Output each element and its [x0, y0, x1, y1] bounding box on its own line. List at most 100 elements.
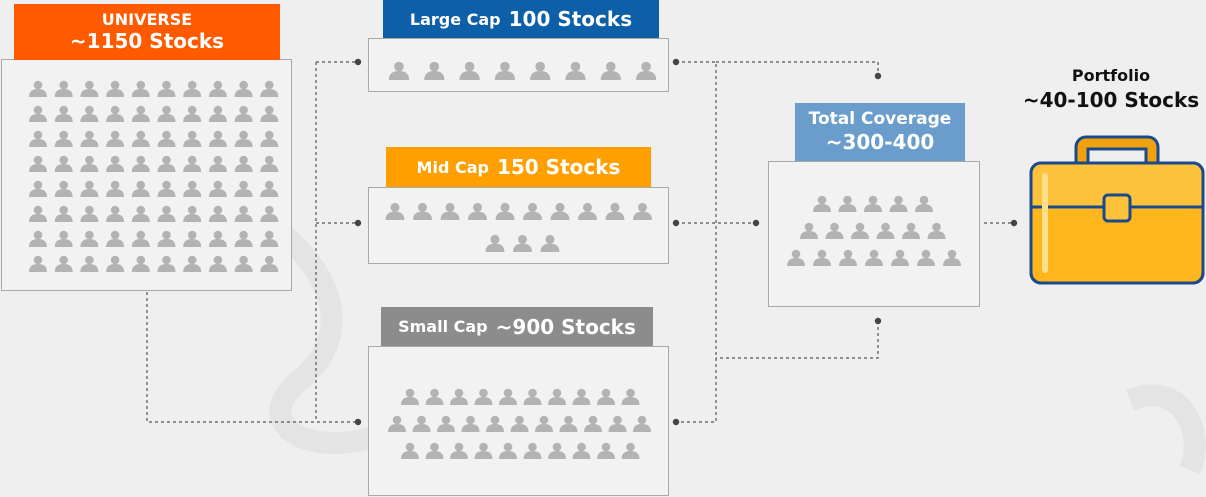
person-icon [865, 249, 883, 266]
universe-count: ~1150 Stocks [69, 28, 225, 53]
portfolio-count: ~40-100 Stocks [1022, 88, 1200, 112]
briefcase-icon [1029, 135, 1205, 285]
person-icon [260, 205, 279, 222]
person-icon [600, 61, 621, 80]
person-icon [540, 234, 560, 252]
person-icon [917, 249, 935, 266]
person-icon [106, 130, 125, 147]
person-icon [424, 61, 445, 80]
person-icon [485, 234, 505, 252]
person-icon [234, 230, 253, 247]
person-icon [621, 388, 640, 405]
person-icon [535, 415, 553, 432]
total-coverage-title: Total Coverage [808, 109, 952, 130]
person-icon [260, 230, 279, 247]
person-icon [499, 442, 517, 459]
person-icon [234, 105, 253, 122]
person-icon [864, 195, 882, 212]
person-icon [388, 415, 406, 432]
person-icon [208, 255, 227, 272]
person-icon [838, 195, 857, 212]
person-icon [29, 180, 47, 197]
person-icon [813, 195, 831, 212]
person-icon [572, 442, 591, 459]
person-icon [157, 155, 176, 172]
universe-title: UNIVERSE [101, 10, 193, 30]
large-cap-count: 100 Stocks [508, 7, 633, 31]
person-icon [889, 195, 908, 212]
portfolio-title-block: Portfolio ~40-100 Stocks [1006, 66, 1206, 112]
person-icon [597, 388, 615, 405]
person-icon [106, 105, 125, 122]
person-icon [183, 230, 202, 247]
person-icon [450, 442, 468, 459]
person-icon [915, 195, 933, 212]
person-icon [157, 230, 176, 247]
person-icon [183, 130, 202, 147]
person-icon [80, 155, 99, 172]
person-icon [234, 130, 253, 147]
person-icon [131, 105, 150, 122]
person-icon [106, 180, 125, 197]
person-icon [565, 61, 586, 80]
person-icon [54, 130, 73, 147]
person-icon [183, 155, 202, 172]
person-icon [54, 230, 73, 247]
person-icon [260, 130, 279, 147]
person-icon [260, 80, 279, 97]
person-icon [157, 205, 176, 222]
person-icon [234, 255, 253, 272]
small-cap-name: Small Cap [398, 317, 488, 336]
person-icon [208, 155, 227, 172]
person-icon [550, 202, 570, 220]
person-icon [157, 255, 176, 272]
person-icon [208, 180, 227, 197]
person-icon [499, 388, 517, 405]
person-icon [927, 222, 946, 239]
person-icon [29, 230, 47, 247]
person-icon [131, 205, 150, 222]
person-icon [851, 222, 869, 239]
person-icon [495, 202, 515, 220]
person-icon [29, 80, 47, 97]
person-icon [513, 234, 532, 252]
person-icon [636, 61, 657, 80]
small-cap-count: ~900 Stocks [495, 314, 636, 339]
person-icon [474, 388, 493, 405]
person-icon [131, 255, 150, 272]
person-icon [608, 415, 627, 432]
person-icon [425, 442, 444, 459]
person-icon [385, 202, 405, 220]
person-icon [234, 155, 253, 172]
person-icon [474, 442, 493, 459]
person-icon [633, 202, 652, 220]
person-icon [80, 205, 99, 222]
person-icon [633, 415, 651, 432]
small-cap-label: Small Cap ~900 Stocks [381, 307, 653, 346]
person-icon [80, 255, 99, 272]
person-icon [29, 155, 47, 172]
person-icon [131, 80, 150, 97]
portfolio-title: Portfolio [1071, 66, 1151, 85]
mid-cap-name: Mid Cap [416, 157, 489, 177]
person-icon [54, 205, 73, 222]
person-icon [578, 202, 597, 220]
person-icon [80, 230, 99, 247]
person-icon [208, 80, 227, 97]
person-icon [450, 388, 468, 405]
person-icon [440, 202, 460, 220]
person-icon [388, 61, 410, 80]
person-icon [54, 80, 73, 97]
person-icon [208, 130, 227, 147]
person-icon [437, 415, 455, 432]
person-icon [260, 180, 279, 197]
person-icon [131, 230, 150, 247]
person-icon [80, 180, 99, 197]
person-icon [943, 249, 961, 266]
person-icon [234, 80, 253, 97]
person-icon [29, 130, 47, 147]
person-icon [80, 80, 99, 97]
person-icon [29, 255, 47, 272]
person-icon [80, 130, 99, 147]
